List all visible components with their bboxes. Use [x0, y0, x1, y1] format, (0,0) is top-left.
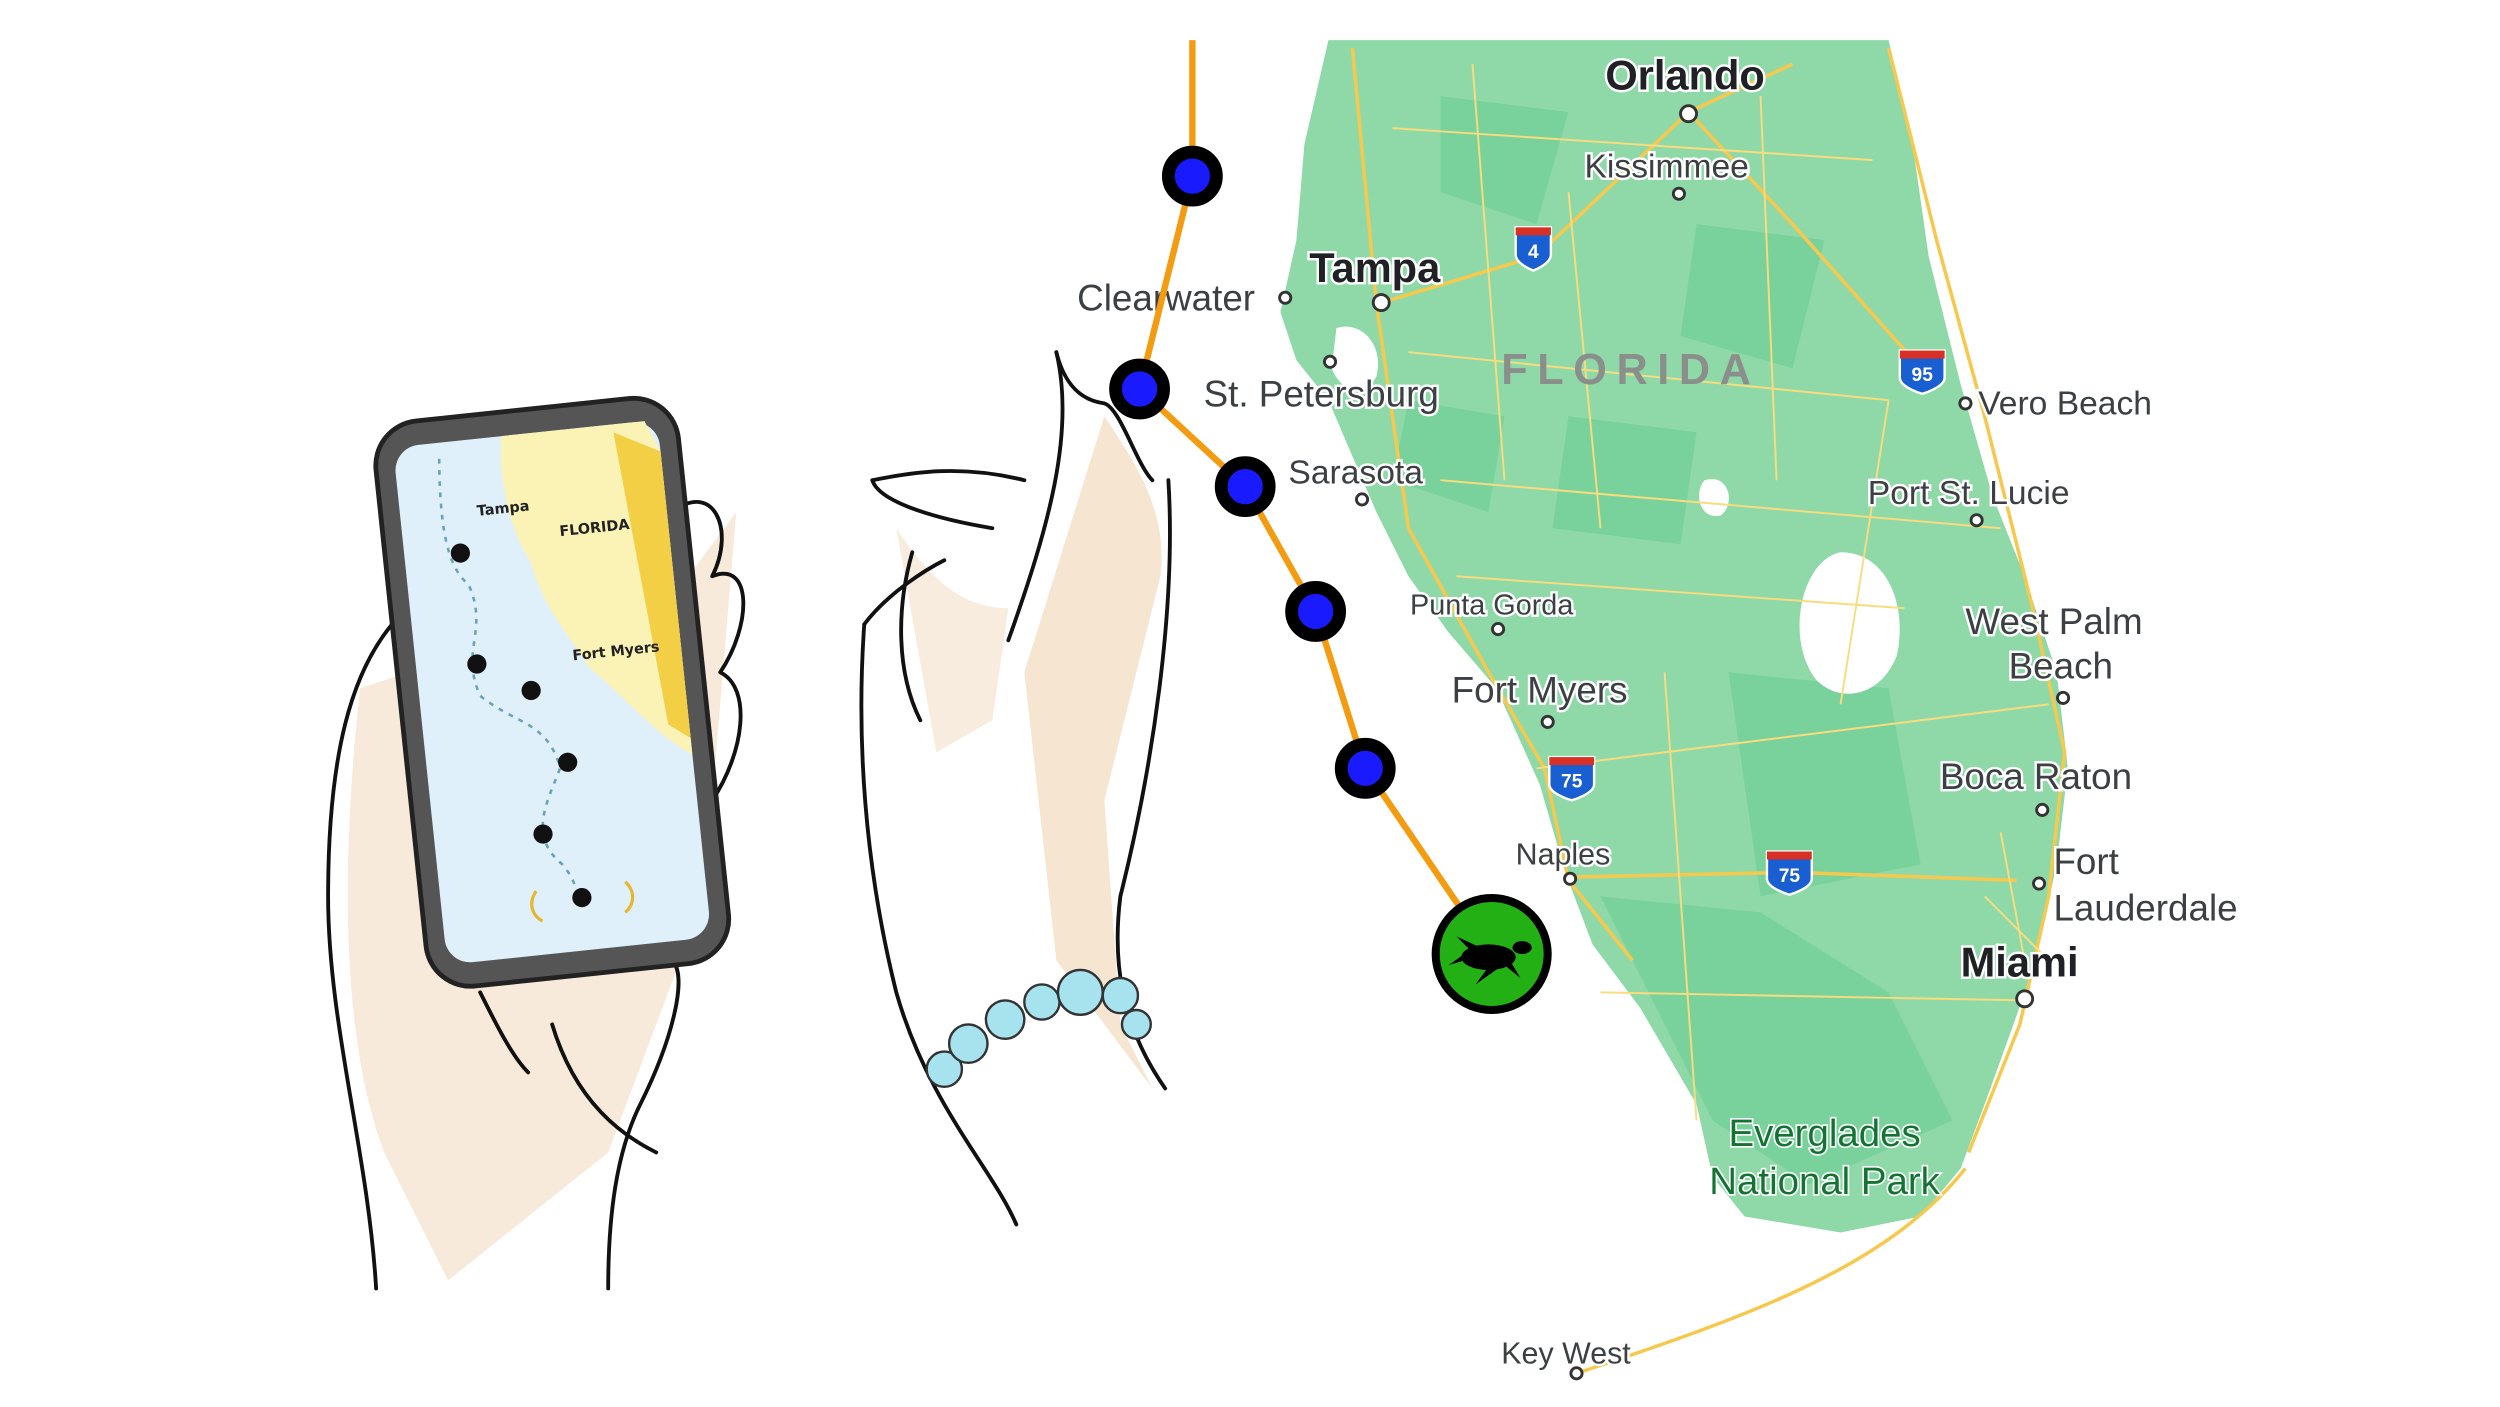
turtle-track[interactable]	[1109, 40, 1552, 1014]
city-dot	[1679, 104, 1698, 124]
city-label-key-west[interactable]: Key West	[1499, 1334, 1634, 1373]
park-label: National Park	[1709, 1160, 1940, 1203]
city-dot	[2032, 876, 2047, 891]
phone: Tampa FLORIDA Fort Myers	[373, 395, 732, 989]
sea-turtle-icon	[1448, 936, 1532, 985]
phone-turtle-icons	[450, 543, 592, 908]
city-dot	[1491, 622, 1506, 637]
city-label-lauderdale[interactable]: Lauderdale	[2051, 885, 2240, 931]
park-label: Everglades	[1729, 1112, 1921, 1155]
city-dot	[2035, 802, 2050, 817]
city-dot	[2015, 989, 2035, 1009]
city-dot	[1563, 871, 1578, 886]
turtle-bead-bracelet	[925, 968, 1152, 1089]
shield-text: 75	[1779, 866, 1801, 887]
hand-holding-phone-illustration: Tampa FLORIDA Fort Myers	[326, 395, 746, 1291]
city-label-naples[interactable]: Naples	[1513, 835, 1612, 874]
city-label-port-st-lucie[interactable]: Port St. Lucie	[1865, 473, 2072, 515]
city-label-west-palm[interactable]: West Palm	[1963, 598, 2145, 644]
phone-label-florida: FLORIDA	[559, 517, 631, 540]
city-dot	[1371, 293, 1391, 313]
land-shading	[1392, 96, 1953, 1185]
city-label-vero-beach[interactable]: Vero Beach	[1976, 383, 2155, 425]
shield-text: 4	[1528, 242, 1539, 263]
highway-shield-i75-alley: 75	[1765, 850, 1813, 897]
city-label-beach[interactable]: Beach	[2006, 643, 2115, 689]
highway-shield-i95: 95	[1898, 349, 1946, 396]
pointing-hand-illustration	[859, 350, 1172, 1227]
city-dot	[1671, 186, 1686, 201]
track-waypoint-5[interactable]	[1334, 737, 1396, 799]
city-label-orlando[interactable]: Orlando	[1603, 49, 1767, 101]
city-label-clearwater[interactable]: Clearwater	[1075, 275, 1258, 321]
city-label-punta-gorda[interactable]: Punta Gorda	[1408, 587, 1577, 624]
shield-text: 95	[1912, 365, 1934, 386]
city-label-st-petersburg[interactable]: St. Petersburg	[1201, 371, 1441, 417]
city-dot	[1540, 714, 1555, 729]
city-dot	[1278, 290, 1293, 305]
waypoints	[1109, 145, 1396, 799]
track-waypoint-3[interactable]	[1214, 456, 1276, 518]
lake-okeechobee	[1799, 552, 1900, 694]
city-dot	[2056, 690, 2071, 705]
state-label: FLORIDA	[1501, 346, 1760, 394]
florida-map[interactable]: 4 95 75 75 FLORIDA Everglades National P…	[1075, 40, 2240, 1381]
city-dot	[1322, 354, 1338, 369]
city-label-sarasota[interactable]: Sarasota	[1286, 452, 1426, 494]
city-dot	[1969, 513, 1984, 528]
city-label-fort[interactable]: Fort	[2051, 839, 2121, 885]
tampa-bay	[1331, 326, 1379, 391]
city-label-boca-raton[interactable]: Boca Raton	[1937, 754, 2134, 800]
florida-land	[1280, 40, 2068, 1233]
city-dot	[1354, 492, 1370, 507]
city-label-miami[interactable]: Miami	[1958, 936, 2081, 988]
city-dot	[1569, 1366, 1584, 1381]
city-label-fort-myers[interactable]: Fort Myers	[1449, 667, 1630, 713]
city-label-kissimmee[interactable]: Kissimmee	[1582, 146, 1751, 188]
track-waypoint-2[interactable]	[1109, 358, 1170, 420]
lake-small	[1699, 478, 1729, 517]
city-dot	[1958, 396, 1973, 411]
current-location-marker[interactable]	[1431, 893, 1552, 1014]
shield-text: 75	[1561, 772, 1583, 793]
city-label-tampa[interactable]: Tampa	[1307, 241, 1444, 293]
track-waypoint-1[interactable]	[1161, 145, 1223, 207]
highway-shield-i75-north: 75	[1548, 755, 1596, 802]
highway-shield-i4: 4	[1514, 226, 1553, 272]
track-waypoint-4[interactable]	[1285, 581, 1347, 642]
phone-label-tampa: Tampa	[476, 498, 530, 519]
